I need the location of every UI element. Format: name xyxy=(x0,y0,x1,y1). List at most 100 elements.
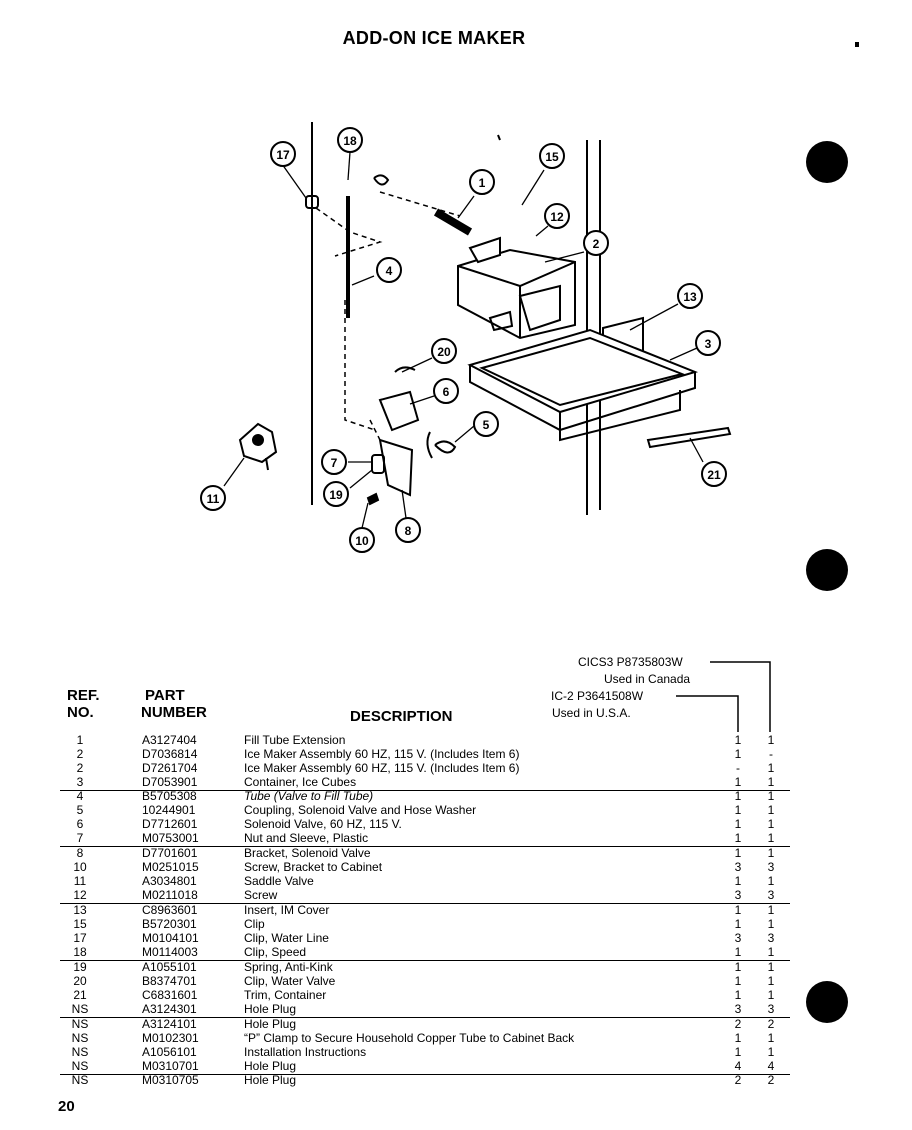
description: Fill Tube Extension xyxy=(244,733,346,747)
qty-ic2: 1 xyxy=(734,988,742,1002)
callout-5: 5 xyxy=(483,418,490,432)
group-divider xyxy=(60,1074,790,1075)
binder-hole-bottom xyxy=(806,981,848,1023)
qty-cics3: 1 xyxy=(767,831,775,845)
qty-cics3: 1 xyxy=(767,945,775,959)
qty-ic2: 3 xyxy=(734,1002,742,1016)
qty-cics3: 1 xyxy=(767,974,775,988)
callout-circle xyxy=(337,127,363,153)
ref-no: 13 xyxy=(73,903,87,917)
qty-cics3: 1 xyxy=(767,1031,775,1045)
part-number: A1055101 xyxy=(142,960,197,974)
qty-cics3: 2 xyxy=(767,1017,775,1031)
qty-cics3: 1 xyxy=(767,775,775,789)
model-cics3: CICS3 P8735803W xyxy=(578,655,683,669)
qty-cics3: 4 xyxy=(767,1059,775,1073)
model-ic2-region: Used in U.S.A. xyxy=(552,706,631,720)
binder-hole-top xyxy=(806,141,848,183)
model-ic2: IC-2 P3641508W xyxy=(551,689,644,703)
description: Clip, Water Valve xyxy=(244,974,336,988)
callout-20: 20 xyxy=(437,345,451,359)
header-part-1: PART xyxy=(145,687,185,704)
description: Screw xyxy=(244,888,278,902)
qty-ic2: 2 xyxy=(734,1017,742,1031)
part-number: M0310701 xyxy=(142,1059,199,1073)
qty-ic2: 1 xyxy=(734,874,742,888)
ref-no: 8 xyxy=(76,846,84,860)
ref-no: 7 xyxy=(76,831,84,845)
callout-circle xyxy=(677,283,703,309)
description: Ice Maker Assembly 60 HZ, 115 V. (Includ… xyxy=(244,761,520,775)
part-number: B5705308 xyxy=(142,789,197,803)
callout-19: 19 xyxy=(329,488,343,502)
callout-11: 11 xyxy=(207,492,220,506)
qty-cics3: 1 xyxy=(767,733,775,747)
qty-cics3: 1 xyxy=(767,874,775,888)
qty-cics3: 3 xyxy=(767,931,775,945)
callout-layer: 17 18 1 15 12 2 4 13 3 20 6 5 7 19 10 8 … xyxy=(200,127,727,553)
part-number: A3127404 xyxy=(142,733,197,747)
ref-no: NS xyxy=(71,1045,89,1059)
qty-cics3: 1 xyxy=(767,761,775,775)
ref-no: NS xyxy=(71,1073,89,1087)
saddle-valve xyxy=(238,422,278,471)
description: Spring, Anti-Kink xyxy=(244,960,333,974)
callout-13: 13 xyxy=(683,290,697,304)
callout-circle xyxy=(539,143,565,169)
qty-ic2: 1 xyxy=(734,903,742,917)
description: Saddle Valve xyxy=(244,874,314,888)
qty-ic2: 3 xyxy=(734,888,742,902)
part-number: M0114003 xyxy=(142,945,198,959)
group-divider xyxy=(60,960,790,961)
part-number: D7261704 xyxy=(142,761,198,775)
exploded-parts-diagram xyxy=(223,122,732,529)
ref-no: NS xyxy=(71,1059,89,1073)
ref-no: 4 xyxy=(76,789,84,803)
qty-cics3: 3 xyxy=(767,888,775,902)
ref-no: NS xyxy=(71,1002,89,1016)
description: Clip, Speed xyxy=(244,945,307,959)
group-divider xyxy=(60,1017,790,1018)
description: Insert, IM Cover xyxy=(244,903,330,917)
solenoid-valve-group xyxy=(366,366,457,506)
callout-circle xyxy=(473,411,499,437)
description: Clip, Water Line xyxy=(244,931,329,945)
part-number: M0102301 xyxy=(142,1031,199,1045)
ref-no: 10 xyxy=(73,860,87,874)
callout-circle xyxy=(583,230,609,256)
part-number: M0310705 xyxy=(142,1073,199,1087)
speed-clip xyxy=(373,174,390,186)
qty-cics3: 1 xyxy=(767,917,775,931)
part-number: M0211018 xyxy=(142,888,198,902)
ref-no: 6 xyxy=(76,817,84,831)
callout-circle xyxy=(544,203,570,229)
ref-no: 17 xyxy=(73,931,87,945)
qty-cics3: 1 xyxy=(767,988,775,1002)
part-number: C6831601 xyxy=(142,988,198,1002)
part-number: B8374701 xyxy=(142,974,197,988)
callout-circle xyxy=(431,338,457,364)
cabinet-walls xyxy=(311,122,601,515)
ref-no: 5 xyxy=(76,803,84,817)
ref-no: 18 xyxy=(73,945,87,959)
qty-cics3: 1 xyxy=(767,817,775,831)
qty-cics3: 1 xyxy=(767,903,775,917)
qty-ic2: 3 xyxy=(734,931,742,945)
callout-circle xyxy=(270,141,296,167)
header-description: DESCRIPTION xyxy=(350,708,453,725)
description: Screw, Bracket to Cabinet xyxy=(244,860,383,874)
part-number: C8963601 xyxy=(142,903,198,917)
callout-circle xyxy=(395,517,421,543)
description: Bracket, Solenoid Valve xyxy=(244,846,371,860)
callout-4: 4 xyxy=(386,264,393,278)
callout-1: 1 xyxy=(479,176,486,190)
callout-6: 6 xyxy=(443,385,450,399)
header-part-2: NUMBER xyxy=(141,704,207,721)
description: Hole Plug xyxy=(244,1002,297,1016)
ref-no: 21 xyxy=(73,988,87,1002)
description: Ice Maker Assembly 60 HZ, 115 V. (Includ… xyxy=(244,747,520,761)
group-divider xyxy=(60,846,790,847)
callout-circle xyxy=(433,378,459,404)
callout-circle xyxy=(323,481,349,507)
